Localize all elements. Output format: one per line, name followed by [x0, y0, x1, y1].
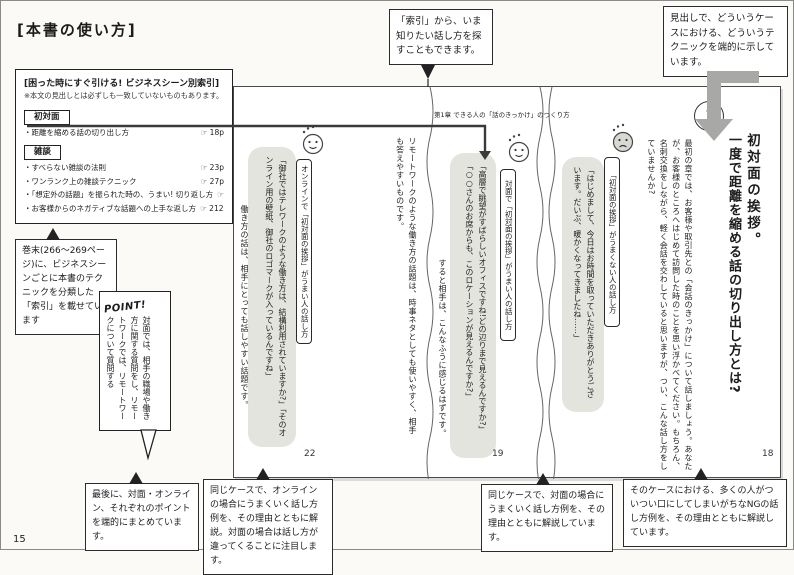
- page18-title-sub: 一度で距離を縮める話の切り出し方とは?: [726, 133, 741, 394]
- point-note-tail: [140, 429, 157, 461]
- page22-speaker-label: オンラインで「初対面の挨拶」がうまい人の話し方: [296, 159, 313, 344]
- index-item: ・すべらない雑談の法則 ☞ 23p: [24, 163, 224, 172]
- callout-ng-case: そのケースにおける、多くの人がついつい口にしてしまいがちなNGの話し方例を、その…: [623, 479, 787, 547]
- page-number-19: 19: [492, 449, 504, 459]
- ng-speaker-face-icon: [612, 123, 634, 153]
- page22-body-text: リモートワークのような働き方の話題は、時事ネタとしても使いやすく、相手も答えやす…: [395, 137, 417, 435]
- page18-body-text: 最初の章では、お客様や取引先との「会話のきっかけ」について話しましょう。あなたが…: [646, 139, 693, 471]
- index-item: ・「想定外の話題」を振られた時の、うまい! 切り返し方 ☞ 100p: [24, 190, 224, 199]
- point-note: POINT! 対面では、相手の職場や働き方に関する質問をし、リモートワークでは、…: [99, 291, 171, 431]
- page18-title-main: 初対面の挨拶。: [744, 133, 760, 249]
- point-label: POINT!: [103, 299, 147, 316]
- page18-speech-bubble: 「はじめまして、今日はお時間を取っていただきありがとうございます。だいぶ、暖かく…: [562, 157, 604, 412]
- page-number-left: 15: [13, 534, 26, 545]
- business-scene-index-box: [困った時にすぐ引ける! ビジネスシーン別索引] ※本文の見出しとは必ずしも一致…: [15, 69, 233, 224]
- page-number-22: 22: [304, 449, 316, 459]
- in-person-speaker-face-icon: [508, 133, 530, 163]
- index-item: ・ワンランク上の雑談テクニック ☞ 27p: [24, 176, 224, 186]
- callout-point-summary: 最後に、対面・オンライン、それぞれのポイントを端的にまとめています。: [85, 483, 199, 551]
- online-speaker-face-icon: [302, 125, 324, 155]
- chapter-number-badge: 1: [694, 101, 724, 131]
- callout-index-hint: 「索引」から、いま知りたい話し方を探すこともできます。: [389, 9, 493, 66]
- callout-online-case: 同じケースで、オンラインの場合にうまくいく話し方例を、その理由とともに解説。対面…: [203, 479, 333, 575]
- page-number-18: 18: [762, 449, 774, 459]
- index-title: [困った時にすぐ引ける! ビジネスシーン別索引]: [24, 79, 220, 89]
- page-title: [本書の使い方]: [17, 21, 137, 39]
- index-note: ※本文の見出しとは必ずしも一致していないものもあります。: [24, 91, 224, 100]
- callout-good-case: 同じケースで、対面の場合にうまくいく話し方例を、その理由とともに解説しています。: [481, 484, 613, 552]
- index-section-chat: 雑談: [24, 145, 62, 160]
- point-text: 対面では、相手の職場や働き方に関する質問をし、リモートワークでは、リモートワーク…: [106, 316, 151, 420]
- page-cut-wavy-lines: [426, 87, 556, 479]
- index-section-first-meeting: 初対面: [24, 110, 70, 125]
- callout-heading-hint: 見出しで、どういうケースにおける、どういうテクニックを端的に示しています。: [663, 6, 788, 77]
- book-spread-illustration: リモートワークのような働き方の話題は、時事ネタとしても使いやすく、相手も答えやす…: [233, 86, 781, 479]
- chapter-running-header: 第1章 できる人の「話のきっかけ」のつくり方: [434, 111, 570, 119]
- callout-tail-index-hint: [421, 65, 435, 87]
- index-item: ・お客様からのネガティブな話題への上手な返し方 ☞ 212p: [24, 203, 224, 213]
- page22-side-note: 働き方の話は、相手にとっても話しやすい話題です。: [240, 205, 249, 409]
- index-item: ・距離を縮める話の切り出し方 ☞ 18p: [24, 127, 224, 137]
- page19-body-text: すると相手は、こんなふうに感じるはずです。: [438, 259, 447, 438]
- page22-speech-bubble: 「御社ではテレワークのような働き方は、結構利用されていますか?」「そのオンライン…: [248, 147, 296, 447]
- page18-speaker-label: 「初対面の挨拶」がうまくない人の話し方: [604, 157, 621, 327]
- page19-speech-bubble: 「高層で眺望がすばらしいオフィスですね!どの辺りまで見えるんですか?」「○○さん…: [450, 153, 496, 458]
- page19-speaker-label: 対面で「初対面の挨拶」がうまい人の話し方: [500, 169, 517, 341]
